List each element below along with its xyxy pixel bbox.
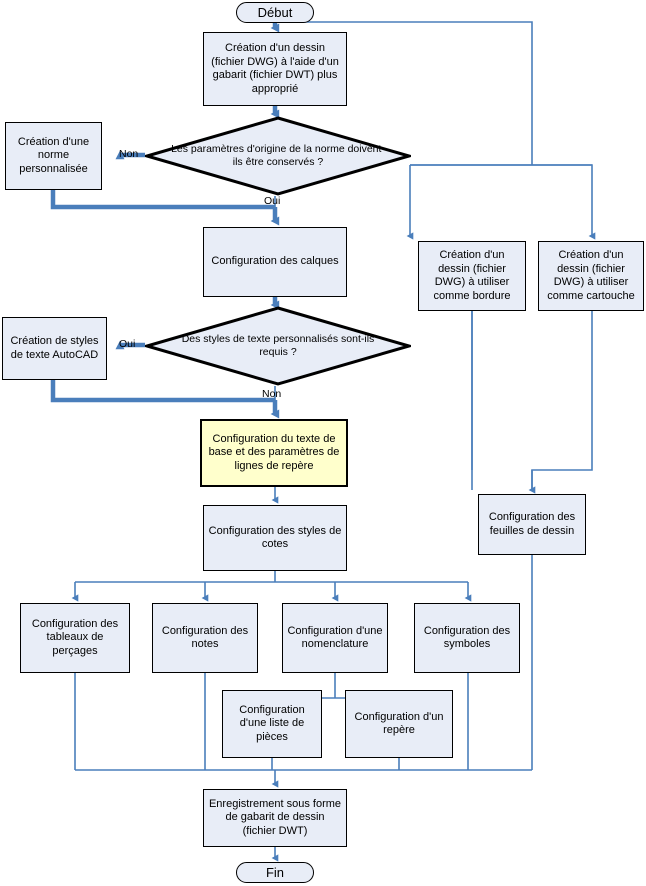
node-decision-standard-label: Les paramètres d'origine de la norme doi… [171,143,385,168]
node-title-block-drawing-label: Création d'un dessin (fichier DWG) à uti… [547,249,635,302]
node-layers-label: Configuration des calques [211,255,339,268]
node-save-template-label: Enregistrement sous forme de gabarit de … [208,797,342,837]
node-decision-textstyles[interactable]: Des styles de texte personnalisés sont-i… [145,306,411,386]
node-decision-standard[interactable]: Les paramètres d'origine de la norme doi… [145,116,411,196]
node-start-label: Début [257,5,293,20]
diamond-shape [145,116,411,196]
node-create-drawing[interactable]: Création d'un dessin (fichier DWG) à l'a… [203,32,347,106]
node-border-drawing[interactable]: Création d'un dessin (fichier DWG) à uti… [418,241,526,311]
node-end[interactable]: Fin [236,862,314,883]
node-notes-label: Configuration des notes [161,624,249,651]
edge-label-standard-yes: Oui [264,195,281,207]
node-custom-standard-label: Création d'une norme personnalisée [17,135,90,175]
node-start[interactable]: Début [236,2,314,23]
node-hole-tables-label: Configuration des tableaux de perçages [31,617,119,657]
node-autocad-textstyles[interactable]: Création de styles de texte AutoCAD [2,317,107,380]
node-save-template[interactable]: Enregistrement sous forme de gabarit de … [203,789,347,847]
node-parts-list[interactable]: Configuration d'une liste de pièces [222,690,322,758]
node-dim-styles-label: Configuration des styles de cotes [208,524,342,551]
node-base-text[interactable]: Configuration du texte de base et des pa… [200,419,348,487]
node-layers[interactable]: Configuration des calques [203,227,347,297]
node-nomenclature[interactable]: Configuration d'une nomenclature [282,603,388,673]
node-base-text-label: Configuration du texte de base et des pa… [208,432,340,472]
node-symbols[interactable]: Configuration des symboles [414,603,520,673]
edge-label-textstyles-yes: Oui [119,338,136,350]
node-symbols-label: Configuration des symboles [423,624,511,651]
node-dim-styles[interactable]: Configuration des styles de cotes [203,505,347,571]
node-notes[interactable]: Configuration des notes [152,603,258,673]
node-end-label: Fin [265,865,285,880]
node-border-drawing-label: Création d'un dessin (fichier DWG) à uti… [433,249,511,302]
node-custom-standard[interactable]: Création d'une norme personnalisée [5,122,102,190]
node-sheets-label: Configuration des feuilles de dessin [488,511,576,537]
node-balloon-label: Configuration d'un repère [354,710,444,737]
node-nomenclature-label: Configuration d'une nomenclature [287,624,383,651]
edge-label-standard-no: Non [119,148,139,160]
node-autocad-textstyles-label: Création de styles de texte AutoCAD [10,335,99,361]
edge-label-textstyles-no: Non [262,388,282,400]
diamond-shape [145,306,411,386]
node-hole-tables[interactable]: Configuration des tableaux de perçages [20,603,130,673]
node-balloon[interactable]: Configuration d'un repère [345,690,453,758]
node-title-block-drawing[interactable]: Création d'un dessin (fichier DWG) à uti… [538,241,644,311]
node-decision-textstyles-label: Des styles de texte personnalisés sont-i… [181,333,375,358]
node-create-drawing-label: Création d'un dessin (fichier DWG) à l'a… [211,42,339,95]
node-sheets[interactable]: Configuration des feuilles de dessin [478,494,586,555]
node-parts-list-label: Configuration d'une liste de pièces [239,703,305,743]
